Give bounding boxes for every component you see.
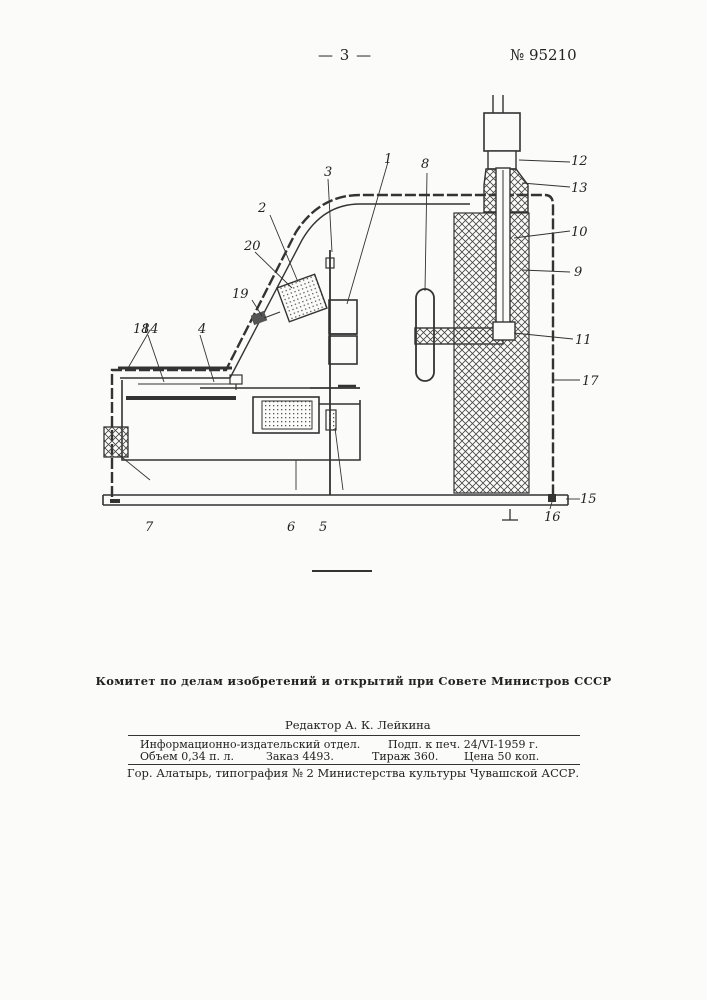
- label-4: 4: [197, 322, 206, 337]
- label-13: 13: [571, 181, 588, 196]
- order-text: Заказ 4493.: [266, 750, 334, 763]
- window-20: [277, 274, 327, 322]
- label-20: 20: [243, 239, 261, 254]
- price-text: Цена 50 коп.: [464, 750, 539, 763]
- label-7: 7: [145, 520, 154, 535]
- connector-7: [104, 427, 128, 457]
- label-8: 8: [421, 157, 429, 172]
- imprint-rule-bottom: [128, 764, 580, 765]
- lower-chamber: [122, 380, 360, 460]
- label-19: 19: [232, 287, 249, 302]
- label-5: 5: [319, 520, 327, 535]
- label-18: 18: [133, 322, 150, 337]
- imprint-rule-top: [128, 735, 580, 736]
- label-16: 16: [544, 510, 561, 525]
- printer-line: Гор. Алатырь, типография № 2 Министерств…: [127, 766, 579, 780]
- insulator-9: [454, 213, 529, 493]
- committee-line: Комитет по делам изобретений и открытий …: [0, 674, 707, 688]
- label-17: 17: [582, 374, 599, 389]
- label-6: 6: [287, 520, 295, 535]
- label-3: 3: [324, 165, 332, 180]
- label-15: 15: [580, 492, 597, 507]
- label-10: 10: [571, 225, 588, 240]
- print-run-text: Тираж 360.: [372, 750, 438, 763]
- base-plate: [103, 494, 568, 505]
- bracket-1: [329, 300, 357, 334]
- label-2: 2: [257, 201, 266, 216]
- label-11: 11: [575, 333, 592, 348]
- label-9: 9: [574, 265, 582, 280]
- separator-rule: [312, 570, 372, 572]
- label-1: 1: [384, 152, 392, 167]
- label-12: 12: [571, 154, 588, 169]
- volume-text: Объем 0,34 п. л.: [140, 750, 234, 763]
- editor-line: Редактор А. К. Лейкина: [285, 718, 431, 732]
